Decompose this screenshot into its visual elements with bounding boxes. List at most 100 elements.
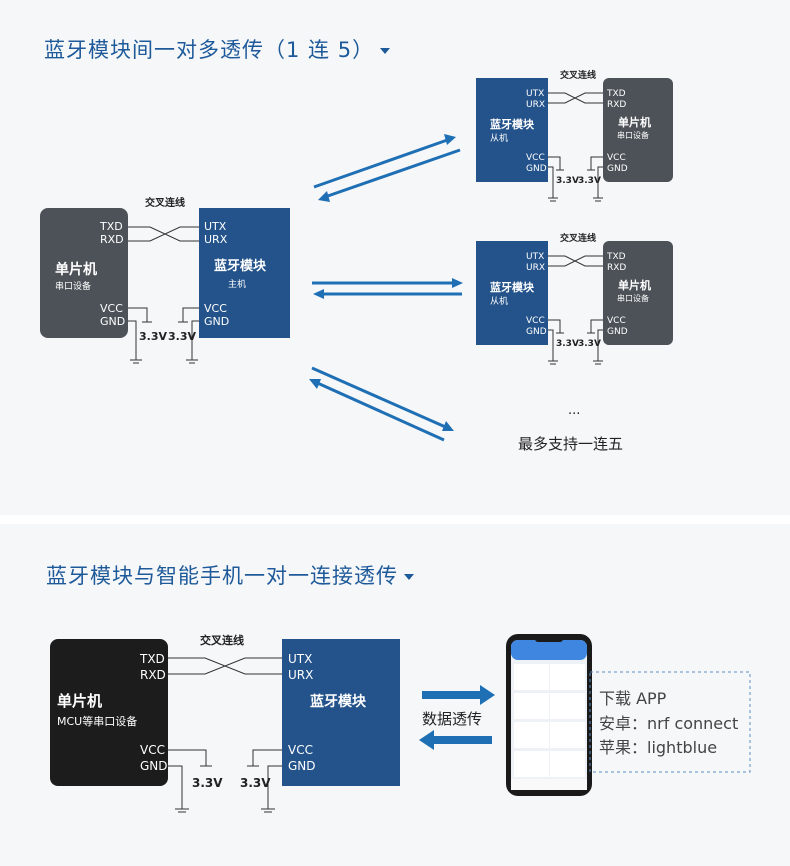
master-mcu-sub: 串口设备: [55, 280, 91, 292]
master-ble-power-wires: [178, 307, 199, 364]
master-mcu-vcc: VCC: [100, 302, 123, 315]
slave1-cross-label: 交叉连线: [560, 69, 596, 81]
ble-vcc: VCC: [288, 743, 313, 757]
android-app: 安卓：nrf connect: [599, 714, 738, 733]
section1-title: 蓝牙模块间一对多透传（1 连 5）: [44, 34, 391, 64]
slave1-mcu-txd: TXD: [606, 89, 626, 99]
slave1-mcu-rxd: RXD: [607, 100, 626, 110]
mcu-rxd: RXD: [140, 668, 166, 682]
master-ble-sub: 主机: [228, 278, 246, 290]
phone-mockup: [506, 634, 592, 796]
slave1-ble-urx: URX: [526, 100, 545, 110]
slave2-mcu-name: 单片机: [618, 278, 651, 292]
slave1-mcu-vcc: VCC: [607, 153, 626, 163]
slave2-mcu-txd: TXD: [606, 252, 626, 262]
mcu-sub: MCU等串口设备: [57, 714, 137, 728]
slave1-voltage-b: 3.3V: [578, 176, 601, 186]
ble-gnd: GND: [288, 759, 316, 773]
slave2-mcu-box: [603, 241, 673, 345]
ble-name: 蓝牙模块: [310, 693, 367, 710]
slave1-ble-box: [476, 78, 548, 182]
one-to-many-section: 蓝牙模块间一对多透传（1 连 5） TXD RXD 单片机 串口设备 VCC G…: [40, 34, 673, 453]
ios-app: 苹果：lightblue: [599, 738, 717, 757]
dropdown-caret-icon: [380, 48, 391, 54]
master-ble-utx: UTX: [204, 220, 227, 233]
slave1-ble-name: 蓝牙模块: [490, 117, 535, 131]
slave1-mcu-name: 单片机: [618, 115, 651, 129]
master-cross-label: 交叉连线: [145, 196, 185, 209]
slave2-mcu-gnd: GND: [607, 327, 628, 337]
cross-wires: [168, 657, 282, 675]
download-box: [589, 671, 751, 773]
ble-utx: UTX: [288, 652, 312, 666]
more-slaves-ellipsis: ...: [568, 403, 580, 418]
master-ble-voltage: 3.3V: [168, 330, 196, 343]
one-to-many-diagram: TXD RXD 单片机 串口设备 VCC GND UTX URX 蓝牙模块 主机…: [40, 69, 673, 453]
slave1-voltage-a: 3.3V: [556, 176, 579, 186]
transfer-label: 数据透传: [422, 710, 482, 728]
slave1-ble-power: [548, 156, 564, 202]
ble-box: [282, 639, 400, 786]
slave2-ble-sub: 从机: [490, 295, 508, 307]
master-ble-gnd: GND: [204, 315, 229, 328]
max-connections-note: 最多支持一连五: [518, 435, 623, 453]
slave1-ble-gnd: GND: [526, 164, 547, 174]
mcu-gnd: GND: [140, 759, 168, 773]
ble-power-wires: [247, 749, 282, 813]
section2-title: 蓝牙模块与智能手机一对一连接透传: [46, 560, 414, 590]
dropdown-caret-icon: [404, 574, 414, 580]
master-mcu-gnd: GND: [100, 315, 125, 328]
slave1-mcu-power: [587, 156, 603, 202]
master-ble-vcc: VCC: [204, 302, 227, 315]
arrows-to-slave-more: [309, 366, 454, 442]
slave1-ble-vcc: VCC: [526, 153, 545, 163]
slave2-ble-power: [548, 319, 564, 365]
slave2-voltage-b: 3.3V: [578, 339, 601, 349]
slave2-ble-urx: URX: [526, 263, 545, 273]
ble-urx: URX: [288, 668, 313, 682]
slave-group-1: 交叉连线 UTX URX 蓝牙模块 从机 VCC GND TXD RXD 单片机…: [476, 69, 673, 202]
master-mcu-rxd: RXD: [100, 233, 124, 246]
phone-section: 蓝牙模块与智能手机一对一连接透传 TXD RXD 单片机 MCU等串口设备 VC…: [0, 524, 790, 866]
slave2-voltage-a: 3.3V: [556, 339, 579, 349]
download-title: 下载 APP: [599, 689, 667, 708]
slave2-cross-wires: [548, 255, 603, 267]
slave2-ble-vcc: VCC: [526, 316, 545, 326]
slave1-mcu-sub: 串口设备: [617, 130, 649, 140]
mcu-vcc: VCC: [140, 743, 165, 757]
slave2-mcu-sub: 串口设备: [617, 293, 649, 303]
slave1-ble-utx: UTX: [526, 89, 544, 99]
slave2-mcu-power: [587, 319, 603, 365]
slave2-mcu-vcc: VCC: [607, 316, 626, 326]
mcu-power-wires: [168, 749, 212, 813]
slave2-ble-utx: UTX: [526, 252, 544, 262]
mcu-box: [50, 639, 168, 786]
slave1-mcu-gnd: GND: [607, 164, 628, 174]
master-ble-urx: URX: [204, 233, 228, 246]
slave2-cross-label: 交叉连线: [560, 232, 596, 244]
master-mcu-power-wires: [128, 307, 152, 364]
master-mcu-txd: TXD: [99, 220, 123, 233]
slave2-mcu-rxd: RXD: [607, 263, 626, 273]
master-ble-name: 蓝牙模块: [214, 258, 267, 274]
arrows-to-slave-top: [313, 134, 461, 202]
master-mcu-name: 单片机: [55, 261, 97, 278]
transfer-arrows: [419, 685, 495, 750]
master-mcu-box: [40, 208, 128, 338]
slave1-ble-sub: 从机: [490, 132, 508, 144]
slave2-ble-box: [476, 241, 548, 345]
mcu-voltage: 3.3V: [192, 776, 223, 790]
slave1-mcu-box: [603, 78, 673, 182]
slave1-cross-wires: [548, 92, 603, 104]
master-mcu-voltage: 3.3V: [139, 330, 167, 343]
slave2-ble-name: 蓝牙模块: [490, 280, 535, 294]
master-cross-wires: [128, 226, 199, 242]
arrows-to-slave-middle: [312, 278, 463, 299]
mcu-name: 单片机: [57, 692, 102, 710]
ble-voltage: 3.3V: [240, 776, 271, 790]
slave-group-2: 交叉连线 UTX URX 蓝牙模块 从机 VCC GND TXD RXD 单片机…: [476, 232, 673, 365]
mcu-txd: TXD: [139, 652, 165, 666]
cross-label: 交叉连线: [200, 633, 244, 647]
slave2-ble-gnd: GND: [526, 327, 547, 337]
phone-diagram: TXD RXD 单片机 MCU等串口设备 VCC GND UTX URX 蓝牙模…: [50, 633, 751, 813]
